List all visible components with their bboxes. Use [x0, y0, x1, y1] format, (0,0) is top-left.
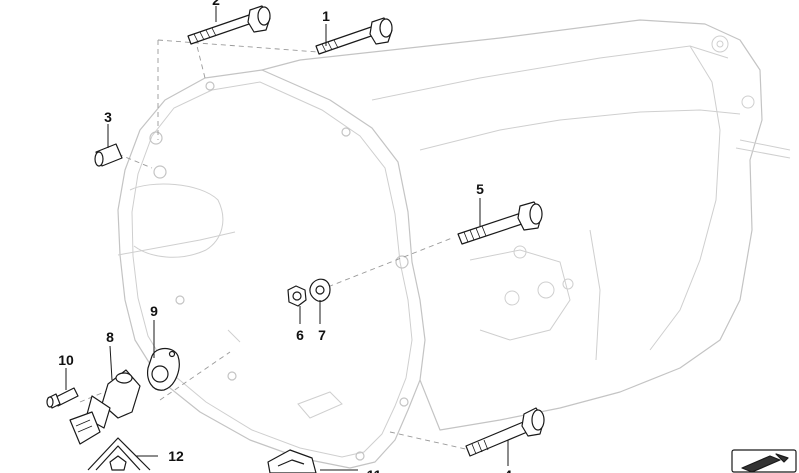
diagram-symbol-icon: [731, 449, 797, 473]
callout-8: 8: [106, 329, 114, 345]
bracket-12[interactable]: [87, 437, 151, 471]
transmission-housing: [117, 19, 791, 469]
callout-labels: 1 2 3 4 5 6 7 8 9 10 11 12: [58, 0, 512, 473]
callout-11: 11: [367, 467, 382, 473]
callout-4: 4: [504, 467, 512, 473]
leader-lines: [65, 6, 509, 471]
connector-11[interactable]: [267, 449, 317, 473]
callout-12: 12: [168, 448, 184, 464]
callout-2: 2: [212, 0, 220, 8]
callout-6: 6: [296, 327, 304, 343]
gasket-9[interactable]: [147, 347, 180, 391]
callout-1: 1: [322, 8, 330, 24]
sealing-ring-7[interactable]: [309, 278, 331, 302]
dowel-sleeve-3[interactable]: [94, 143, 123, 167]
callout-3: 3: [104, 109, 112, 125]
callout-7: 7: [318, 327, 326, 343]
nut-6[interactable]: [287, 285, 307, 307]
bolt-10[interactable]: [46, 387, 79, 409]
callout-9: 9: [150, 303, 158, 319]
bolt-2[interactable]: [187, 5, 271, 45]
bolt-4[interactable]: [465, 407, 545, 457]
bolt-5[interactable]: [457, 201, 543, 245]
speed-sensor-8[interactable]: [69, 369, 141, 445]
bolt-1[interactable]: [315, 17, 393, 55]
callout-5: 5: [476, 181, 484, 197]
callout-10: 10: [58, 352, 74, 368]
